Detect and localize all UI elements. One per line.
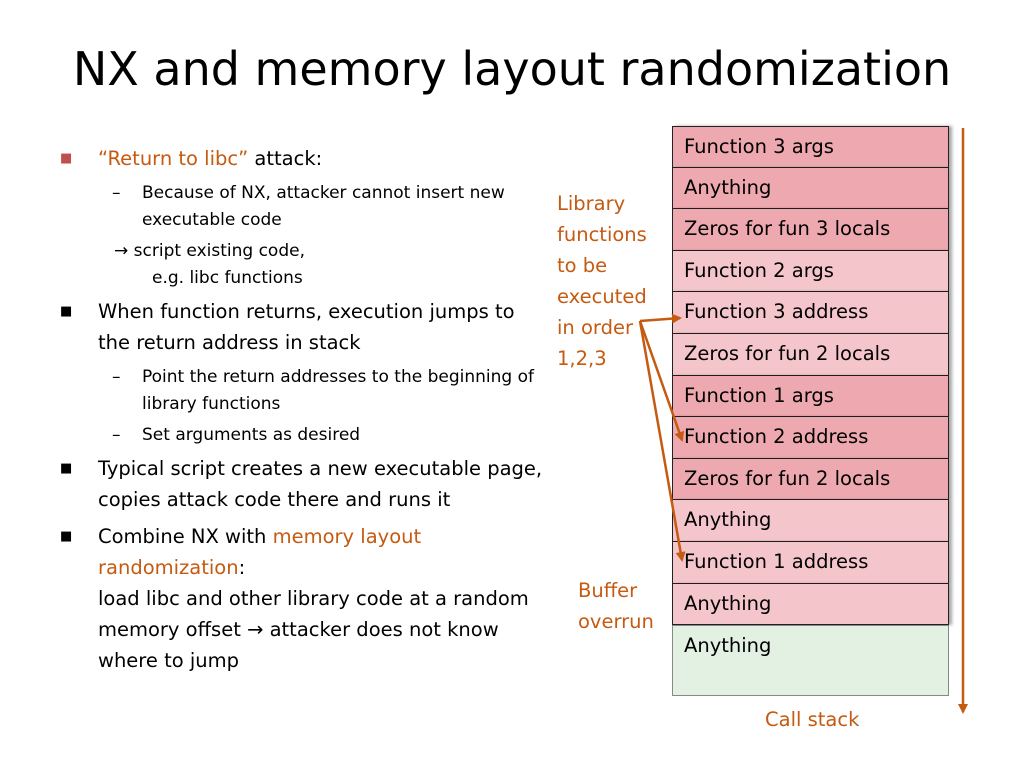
arguments-text: Set arguments as desired: [142, 425, 361, 445]
buffer-label-line: overrun: [578, 610, 654, 633]
stack-cell: Function 3 args: [672, 126, 949, 168]
library-label-line: 1,2,3: [557, 347, 607, 370]
return-addresses-text: Point the return addresses to the beginn…: [142, 367, 534, 414]
library-label-line: functions: [557, 223, 647, 246]
stack-cell: Function 3 address: [672, 292, 949, 334]
dash-bullet-icon: –: [112, 425, 121, 445]
stack-cell: Function 1 args: [672, 375, 949, 418]
library-label-line: in order: [557, 316, 633, 339]
square-bullet-icon: ■: [60, 151, 73, 166]
colon-text: :: [238, 556, 246, 579]
sub-bullet-arguments: – Set arguments as desired: [60, 422, 550, 449]
square-bullet-icon: ■: [60, 529, 73, 544]
attack-text: attack:: [248, 147, 323, 170]
square-bullet-icon: ■: [60, 461, 73, 476]
stack-cell: Anything: [672, 167, 949, 210]
bullet-combine-nx: ■ Combine NX with memory layout randomiz…: [60, 521, 550, 676]
stack-cell: Zeros for fun 3 locals: [672, 209, 949, 251]
buffer-overrun-label: Buffer overrun: [578, 575, 654, 637]
libc-functions-example: e.g. libc functions: [152, 268, 303, 288]
dash-bullet-icon: –: [112, 183, 121, 203]
stack-cell: Function 2 address: [672, 417, 949, 459]
memory-layout-randomization-highlight: memory layout randomization: [98, 525, 422, 579]
stack-cell: Anything: [672, 500, 949, 542]
arrow-to-function-3-address: [639, 313, 682, 324]
attacker-text: attacker does not know where to jump: [98, 618, 499, 672]
function-returns-text: When function returns, execution jumps t…: [98, 300, 515, 354]
slide-title: NX and memory layout randomization: [72, 42, 952, 96]
square-bullet-icon: ■: [60, 304, 73, 319]
right-arrow-icon: →: [247, 618, 264, 641]
sub-bullet-nx-text: Because of NX, attacker cannot insert ne…: [142, 183, 505, 230]
stack-cell: Anything: [672, 625, 949, 697]
arrow-to-function-1-address: [638, 320, 686, 562]
library-label-line: executed: [557, 285, 647, 308]
right-arrow-icon: →: [114, 241, 129, 261]
typical-script-text: Typical script creates a new executable …: [98, 457, 543, 511]
bullet-typical-script: ■ Typical script creates a new executabl…: [60, 453, 550, 515]
stack-cell: Zeros for fun 2 locals: [672, 333, 949, 376]
library-functions-label: Library functions to be executed in orde…: [557, 188, 647, 374]
stack-cell: Function 2 args: [672, 250, 949, 293]
bullet-list: ■ “Return to libc” attack: – Because of …: [60, 143, 550, 682]
return-to-libc-quote: “Return to libc”: [98, 147, 249, 170]
arrow-to-function-2-address: [638, 320, 685, 442]
sub-bullet-nx: – Because of NX, attacker cannot insert …: [60, 180, 550, 234]
library-label-line: to be: [557, 254, 608, 277]
script-existing-code-note: → script existing code, e.g. libc functi…: [60, 238, 550, 292]
combine-nx-text: Combine NX with: [98, 525, 273, 548]
dash-bullet-icon: –: [112, 367, 121, 387]
stack-cell: Zeros for fun 2 locals: [672, 458, 949, 501]
call-stack-label: Call stack: [765, 708, 860, 731]
buffer-label-line: Buffer: [578, 579, 638, 602]
stack-cell: Function 1 address: [672, 541, 949, 584]
stack-cell: Anything: [672, 583, 949, 626]
library-label-line: Library: [557, 192, 626, 215]
bullet-function-returns: ■ When function returns, execution jumps…: [60, 296, 550, 358]
bullet-return-to-libc: ■ “Return to libc” attack:: [60, 143, 550, 174]
load-libc-text: load libc and other library code at a ra…: [98, 587, 529, 641]
script-existing-code-text: script existing code,: [128, 241, 305, 261]
sub-bullet-return-addresses: – Point the return addresses to the begi…: [60, 364, 550, 418]
